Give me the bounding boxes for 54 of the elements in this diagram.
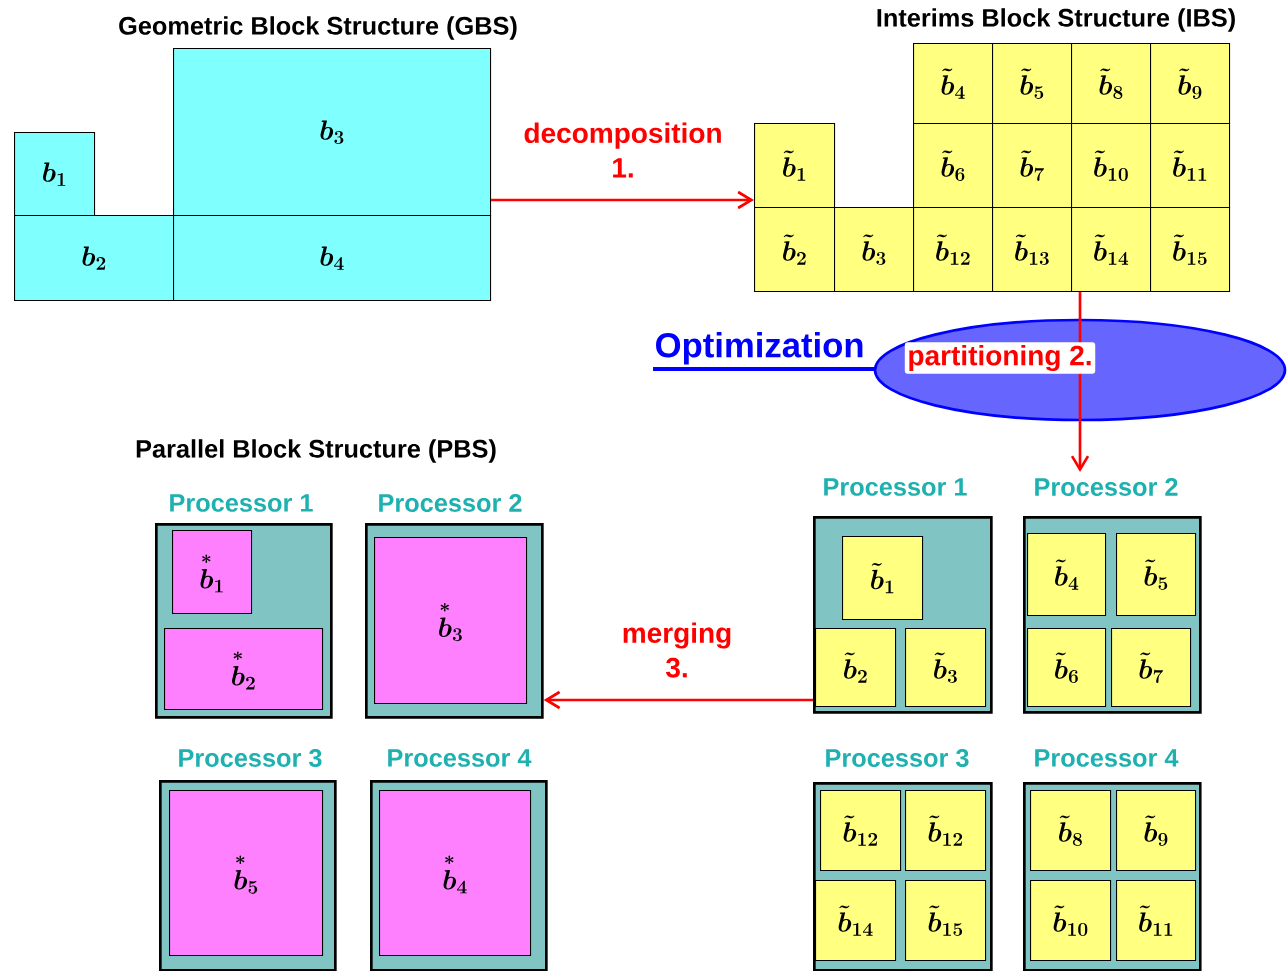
block-box: $\tilde{b}_{9}$ (1150, 43, 1231, 125)
arrow (543, 690, 813, 710)
node-label: Processor 3 (179, 749, 322, 768)
block-box: $\tilde{b}_{2}$ (754, 207, 836, 293)
block-box: $\overset{*}{b}_{4}$ (379, 790, 532, 957)
node-label: Processor 2 (1035, 478, 1178, 496)
block-box: $\tilde{b}_{6}$ (913, 123, 994, 209)
block-box: $\tilde{b}_{8}$ (1030, 790, 1112, 872)
block-box: $b_{4}$ (173, 215, 492, 302)
block-box: $\tilde{b}_{7}$ (1111, 628, 1192, 708)
heading: Parallel Block Structure (PBS) (136, 439, 496, 463)
block-box: $\tilde{b}_{5}$ (992, 43, 1073, 125)
underlined-heading: Optimization (653, 332, 876, 371)
node-label: Processor 3 (826, 749, 969, 768)
edge-label: partitioning 2. (904, 342, 1096, 374)
block-box: $\tilde{b}_{3}$ (834, 207, 915, 293)
block-box: $\tilde{b}_{5}$ (1116, 533, 1197, 617)
block-box: $b_{1}$ (14, 132, 96, 217)
block-box: $\tilde{b}_{14}$ (815, 880, 897, 962)
node-label: Processor 2 (379, 494, 522, 512)
block-box: $\tilde{b}_{12}$ (905, 790, 987, 872)
block-box: $\tilde{b}_{4}$ (913, 43, 994, 125)
edge-label: merging 3. (609, 619, 745, 681)
block-box: $\tilde{b}_{10}$ (1071, 123, 1152, 209)
block-box: $\tilde{b}_{15}$ (905, 880, 987, 962)
block-box: $\tilde{b}_{4}$ (1027, 533, 1107, 617)
edge-label: decomposition 1. (505, 119, 741, 181)
block-box: $\tilde{b}_{1}$ (754, 123, 836, 209)
arrow (491, 190, 754, 210)
heading: Interims Block Structure (IBS) (877, 8, 1235, 32)
node-label: Processor 1 (824, 478, 967, 496)
block-box: $\overset{*}{b}_{2}$ (164, 628, 324, 711)
block-box: $\tilde{b}_{11}$ (1116, 880, 1197, 962)
block-box: $\tilde{b}_{3}$ (905, 628, 987, 708)
block-box: $\tilde{b}_{12}$ (913, 207, 994, 293)
node-label: Processor 1 (170, 494, 313, 512)
block-box: $\tilde{b}_{15}$ (1150, 207, 1231, 293)
block-box: $b_{3}$ (173, 48, 492, 217)
block-box: $\tilde{b}_{11}$ (1150, 123, 1231, 209)
block-box: $\tilde{b}_{14}$ (1071, 207, 1152, 293)
block-box: $\tilde{b}_{9}$ (1116, 790, 1197, 872)
block-box: $\tilde{b}_{8}$ (1071, 43, 1152, 125)
node-label: Processor 4 (388, 749, 532, 767)
block-box: $\tilde{b}_{13}$ (992, 207, 1073, 293)
block-box: $\overset{*}{b}_{1}$ (172, 530, 253, 615)
block-box: $\tilde{b}_{2}$ (815, 628, 897, 708)
block-box: $\tilde{b}_{12}$ (820, 790, 902, 872)
block-box: $\overset{*}{b}_{3}$ (374, 537, 528, 705)
block-box: $\tilde{b}_{10}$ (1030, 880, 1112, 962)
block-box: $\tilde{b}_{6}$ (1027, 628, 1107, 708)
block-box: $\tilde{b}_{1}$ (842, 536, 924, 621)
block-box: $\overset{*}{b}_{5}$ (169, 790, 324, 957)
node-label: Processor 4 (1035, 749, 1179, 767)
block-box: $\tilde{b}_{7}$ (992, 123, 1073, 209)
